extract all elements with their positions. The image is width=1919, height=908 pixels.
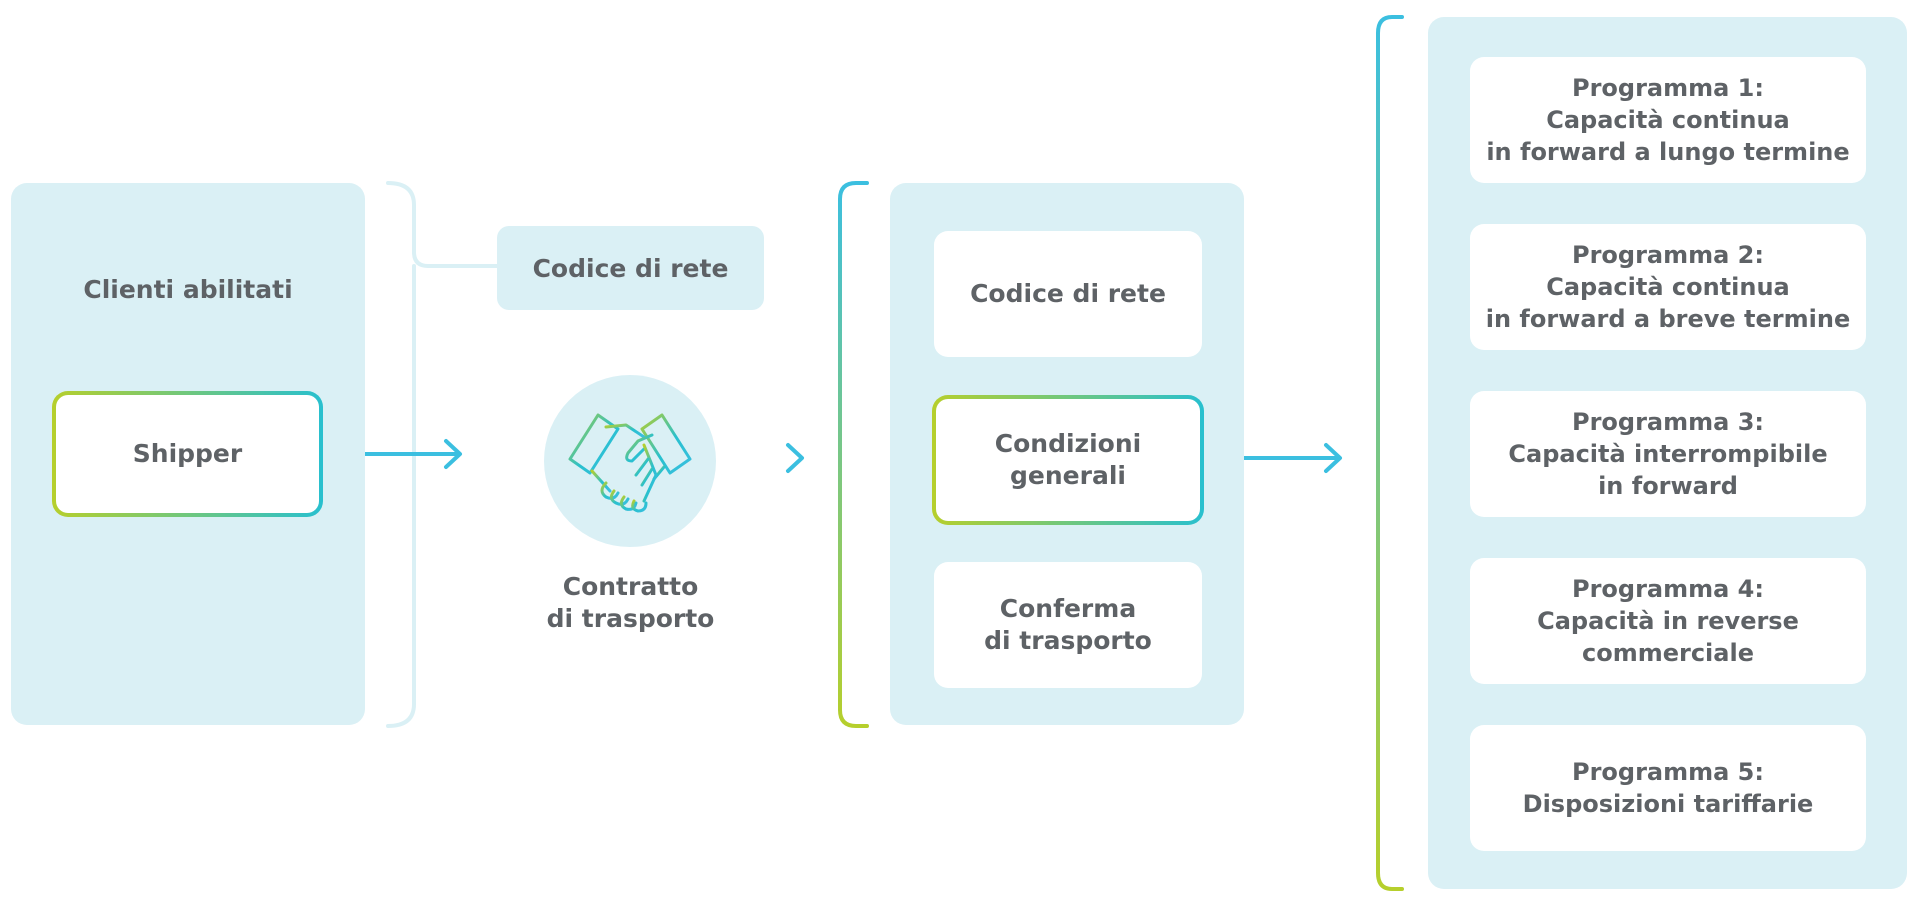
component-transport-confirmation: Conferma di trasporto <box>934 562 1202 688</box>
network-code-pill: Codice di rete <box>497 226 764 310</box>
handshake-icon <box>568 413 692 513</box>
contract-circle <box>544 375 716 547</box>
programs-bracket <box>1376 15 1404 891</box>
program-4: Programma 4: Capacità in reverse commerc… <box>1470 558 1866 684</box>
clients-bracket <box>386 181 499 728</box>
shipper-box: Shipper <box>52 391 323 517</box>
program-5: Programma 5: Disposizioni tariffarie <box>1470 725 1866 851</box>
clients-title: Clienti abilitati <box>83 275 293 304</box>
program-1: Programma 1: Capacità continua in forwar… <box>1470 57 1866 183</box>
contract-arrow-head <box>786 443 804 473</box>
program-2: Programma 2: Capacità continua in forwar… <box>1470 224 1866 350</box>
program-3: Programma 3: Capacità interrompibile in … <box>1470 391 1866 517</box>
components-bracket <box>838 181 869 728</box>
contract-label: Contratto di trasporto <box>546 572 715 633</box>
component-network-code: Codice di rete <box>934 231 1202 357</box>
component-general-conditions: Condizioni generali <box>932 395 1204 525</box>
